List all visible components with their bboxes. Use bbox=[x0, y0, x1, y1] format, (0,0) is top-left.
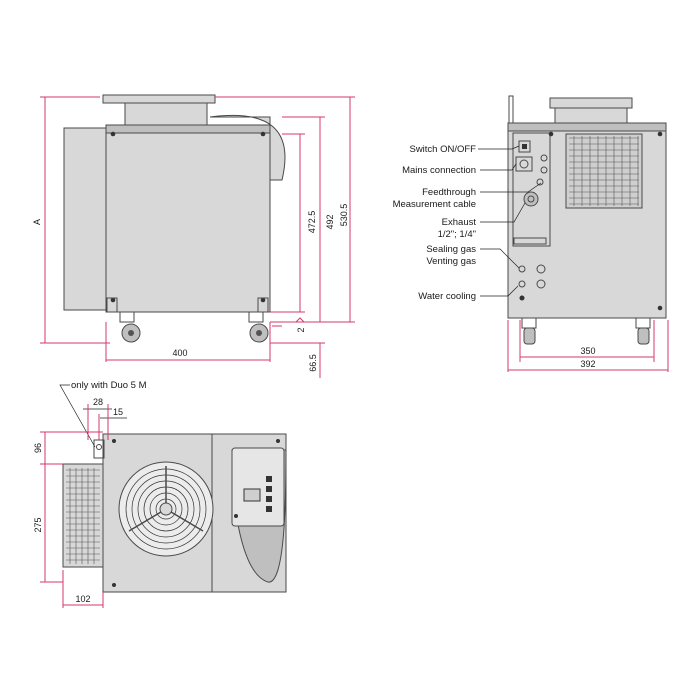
water-cooling-port-icon bbox=[518, 280, 526, 288]
top-motor-grille bbox=[66, 468, 100, 564]
front-view: 400 A 472.5 492 530.5 2 66.5 bbox=[32, 94, 355, 378]
side-label-plate bbox=[513, 237, 547, 245]
dim-96-text: 96 bbox=[33, 443, 43, 453]
label-feedthrough: Feedthrough bbox=[422, 187, 476, 198]
label-mains-connection: Mains connection bbox=[402, 165, 476, 176]
note-duo-5m: only with Duo 5 M bbox=[71, 380, 147, 391]
front-screw bbox=[110, 297, 116, 303]
dim-66-text: 66.5 bbox=[308, 354, 318, 372]
front-wheel-right bbox=[248, 311, 269, 343]
front-flange-neck bbox=[124, 102, 208, 126]
switch-rocker-icon bbox=[522, 144, 527, 149]
top-button bbox=[266, 476, 272, 482]
dim-15-text: 15 bbox=[113, 407, 123, 417]
side-vent-grille bbox=[565, 133, 643, 209]
dim-400-text: 400 bbox=[172, 348, 187, 358]
side-wheel-left bbox=[521, 317, 537, 345]
side-flange-neck bbox=[554, 107, 628, 124]
front-foot-bracket bbox=[106, 297, 118, 313]
side-housing-top bbox=[507, 122, 667, 132]
top-control-panel bbox=[231, 447, 285, 527]
label-measurement-cable: Measurement cable bbox=[393, 199, 476, 210]
label-switch-on-off: Switch ON/OFF bbox=[409, 144, 476, 155]
switch-on-off-icon bbox=[518, 140, 531, 153]
dim-2-text: 2 bbox=[296, 327, 306, 332]
front-screw bbox=[260, 131, 266, 137]
front-flange-top bbox=[102, 94, 216, 104]
side-view: Switch ON/OFF Mains connection Feedthrou… bbox=[393, 95, 669, 372]
front-screw bbox=[260, 297, 266, 303]
dim-392-text: 392 bbox=[580, 359, 595, 369]
dim-350-text: 350 bbox=[580, 346, 595, 356]
front-housing bbox=[105, 124, 271, 313]
top-fan-icon bbox=[118, 461, 214, 557]
label-water-cooling: Water cooling bbox=[418, 291, 476, 302]
feedthrough-port-icon bbox=[540, 154, 548, 162]
top-button bbox=[266, 496, 272, 502]
dim-472-text: 472.5 bbox=[307, 211, 317, 234]
top-button bbox=[266, 506, 272, 512]
front-motor-block bbox=[63, 127, 107, 311]
side-wheel-right bbox=[635, 317, 651, 345]
label-venting-gas: Venting gas bbox=[426, 256, 476, 267]
venting-gas-port-icon bbox=[536, 264, 546, 274]
label-exhaust: Exhaust bbox=[442, 217, 477, 228]
front-housing-top bbox=[105, 124, 271, 134]
dim-28-text: 28 bbox=[93, 397, 103, 407]
top-motor-block bbox=[62, 463, 104, 568]
dim-102-text: 102 bbox=[75, 594, 90, 604]
top-display bbox=[243, 488, 261, 502]
dim-275-text: 275 bbox=[33, 517, 43, 532]
front-wheel-left bbox=[119, 311, 141, 343]
sealing-gas-port-icon bbox=[518, 265, 526, 273]
dim-a-text: A bbox=[32, 219, 42, 225]
top-view: only with Duo 5 M 28 15 96 275 102 bbox=[33, 380, 287, 608]
side-flange-top bbox=[549, 97, 633, 109]
dim-492-text: 492 bbox=[325, 214, 335, 229]
label-exhaust-size: 1/2"; 1/4" bbox=[438, 229, 476, 240]
top-button bbox=[266, 486, 272, 492]
side-panel-strip bbox=[512, 132, 551, 247]
side-handle-post bbox=[508, 95, 514, 127]
label-sealing-gas: Sealing gas bbox=[426, 244, 476, 255]
exhaust-port-icon bbox=[523, 191, 539, 207]
dim-530-text: 530.5 bbox=[339, 204, 349, 227]
front-screw bbox=[110, 131, 116, 137]
